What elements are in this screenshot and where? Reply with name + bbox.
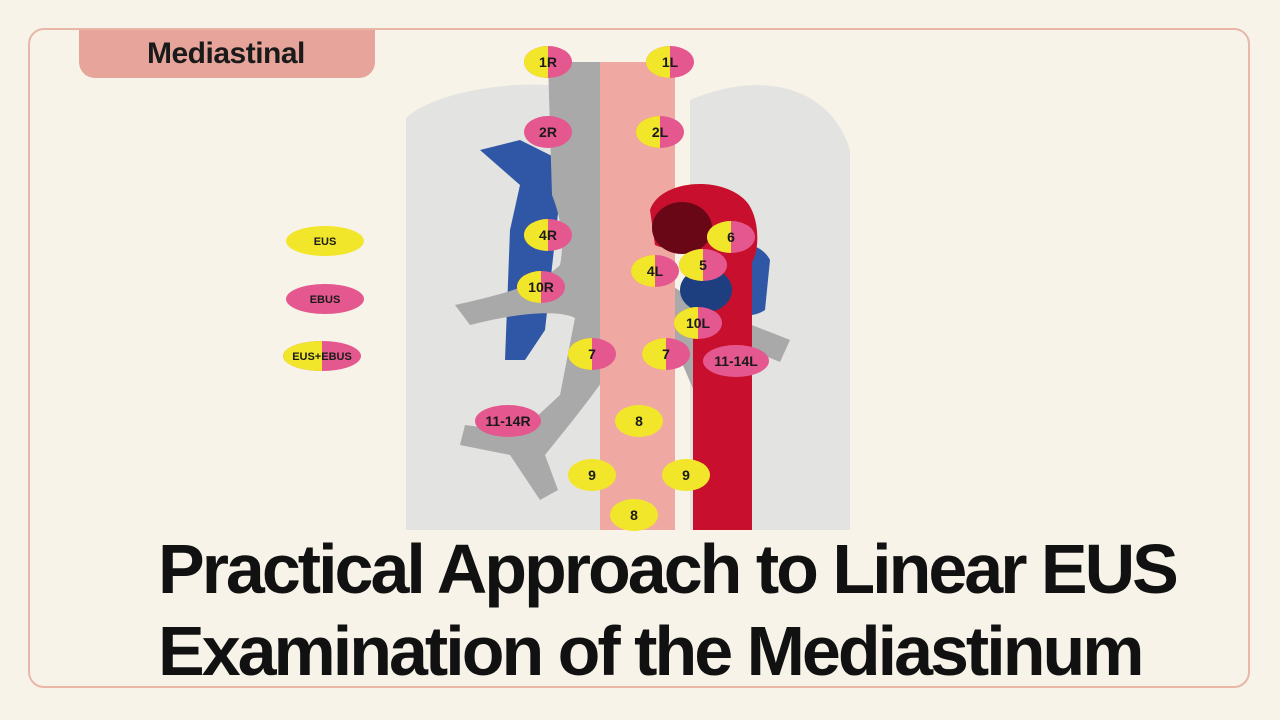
category-tag: Mediastinal [79,30,375,78]
content-frame [28,28,1250,688]
title-line-1: Practical Approach to Linear EUS [158,530,1179,608]
aorta [650,183,758,530]
legend-item-label: EUS [314,236,337,248]
station-1: 1L [646,46,694,78]
station-0: 1R [524,46,572,78]
legend: EUS EBUS EUS+EBUS [283,226,364,371]
legend-item-0: EUS [286,226,364,256]
station-14: 8 [615,405,663,437]
legend-item-1: EBUS [286,284,364,314]
station-4: 4R [524,219,572,251]
station-label: 6 [727,229,735,245]
station-markers: 1R 1L 2R 2L 4R 6 4L 5 10R 10L 7 7 11-14L 11-14R 8 9 9 8 [475,46,769,531]
station-5: 6 [707,221,755,253]
station-label: 1L [662,54,679,70]
station-label: 2L [652,124,669,140]
station-12: 11-14L [703,345,769,377]
title-line-2: Examination of the Mediastinum [158,612,1144,690]
station-2: 2R [524,116,572,148]
station-label: 11-14L [714,353,758,369]
station-label: 10L [686,315,711,331]
station-7: 5 [679,249,727,281]
station-17: 8 [610,499,658,531]
station-label: 2R [539,124,557,140]
station-label: 5 [699,257,707,273]
station-label: 4R [539,227,557,243]
station-8: 10R [517,271,565,303]
legend-item-label: EBUS [310,294,341,306]
station-label: 7 [588,346,596,362]
station-13: 11-14R [475,405,541,437]
station-label: 11-14R [485,413,530,429]
station-6: 4L [631,255,679,287]
station-label: 10R [528,279,554,295]
station-16: 9 [662,459,710,491]
station-label: 1R [539,54,557,70]
station-label: 8 [630,507,638,523]
station-label: 9 [682,467,690,483]
station-label: 9 [588,467,596,483]
station-9: 10L [674,307,722,339]
legend-item-2: EUS+EBUS [283,341,361,371]
station-10: 7 [568,338,616,370]
station-label: 4L [647,263,664,279]
station-11: 7 [642,338,690,370]
station-3: 2L [636,116,684,148]
station-label: 7 [662,346,670,362]
legend-item-label: EUS+EBUS [292,351,352,363]
station-15: 9 [568,459,616,491]
station-label: 8 [635,413,643,429]
